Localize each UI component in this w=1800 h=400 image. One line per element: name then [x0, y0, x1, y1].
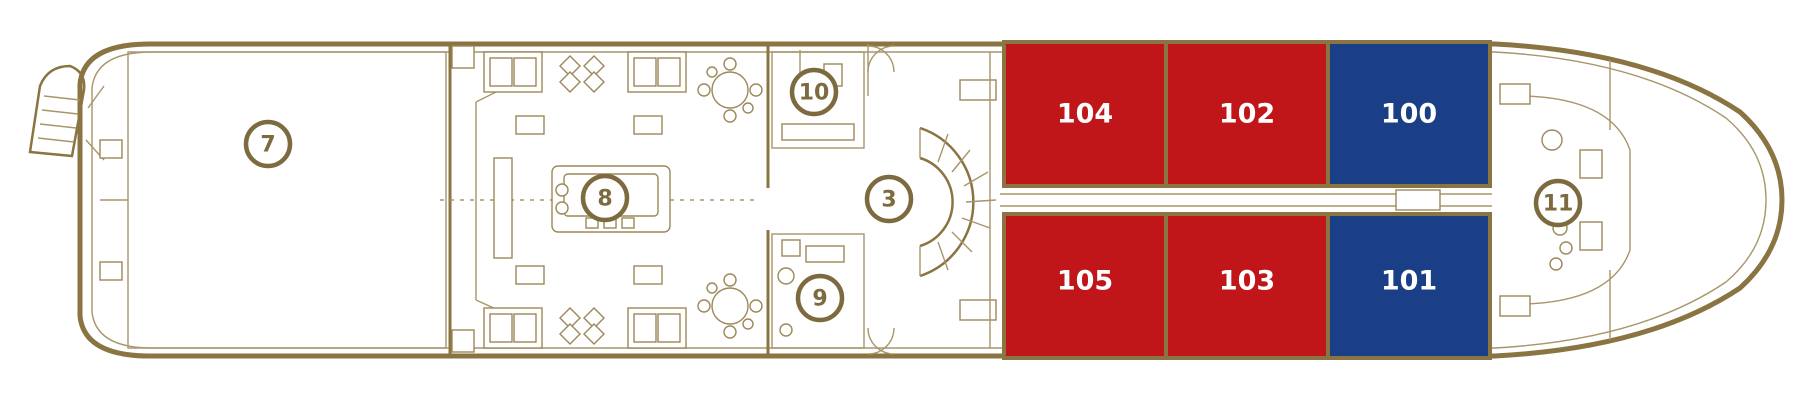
dining-table-top	[697, 57, 763, 123]
marker-10[interactable]: 10	[789, 67, 839, 117]
cabin-101[interactable]: 101	[1326, 212, 1492, 360]
cabin-103[interactable]: 103	[1164, 212, 1330, 360]
hull-inner-outline	[91, 51, 1767, 349]
marker-8-label: 8	[597, 187, 612, 212]
column	[451, 45, 475, 69]
cabin-100-label: 100	[1381, 99, 1437, 130]
marker-11-label: 11	[1543, 192, 1574, 217]
cabin-103-label: 103	[1219, 266, 1275, 297]
room-9-walls	[771, 233, 865, 349]
lounge-seating-bottom	[483, 265, 687, 349]
console-table	[493, 157, 513, 259]
marker-11[interactable]: 11	[1533, 178, 1583, 228]
marker-9-label: 9	[812, 287, 827, 312]
cabin-100-fill[interactable]	[1326, 40, 1492, 188]
marker-8[interactable]: 8	[580, 173, 630, 223]
cabin-104-fill[interactable]	[1002, 40, 1168, 188]
cabin-105-fill[interactable]	[1002, 212, 1168, 360]
room-10-walls	[771, 50, 865, 149]
cabin-100[interactable]: 100	[1326, 40, 1492, 188]
cabin-102-fill[interactable]	[1164, 40, 1330, 188]
cabin-103-fill[interactable]	[1164, 212, 1330, 360]
marker-7-label: 7	[260, 133, 275, 158]
cabin-104[interactable]: 104	[1002, 40, 1168, 188]
cabin-101-label: 101	[1381, 266, 1437, 297]
spiral-staircase	[919, 126, 997, 278]
lounge-seating-top	[483, 51, 687, 135]
cabin-101-fill[interactable]	[1326, 212, 1492, 360]
bow-area	[1395, 60, 1631, 340]
cabin-102-label: 102	[1219, 99, 1275, 130]
cabin-104-label: 104	[1057, 99, 1113, 130]
cabin-102[interactable]: 102	[1164, 40, 1330, 188]
stern-skiff	[28, 64, 105, 161]
marker-3[interactable]: 3	[864, 174, 914, 224]
marker-3-label: 3	[881, 188, 896, 213]
marker-10-label: 10	[799, 81, 830, 106]
cabin-105[interactable]: 105	[1002, 212, 1168, 360]
cabin-105-label: 105	[1057, 266, 1113, 297]
column	[451, 329, 475, 353]
dining-table-bottom	[697, 273, 763, 339]
marker-9[interactable]: 9	[795, 273, 845, 323]
rear-open-deck	[99, 51, 447, 349]
marker-7[interactable]: 7	[243, 119, 293, 169]
